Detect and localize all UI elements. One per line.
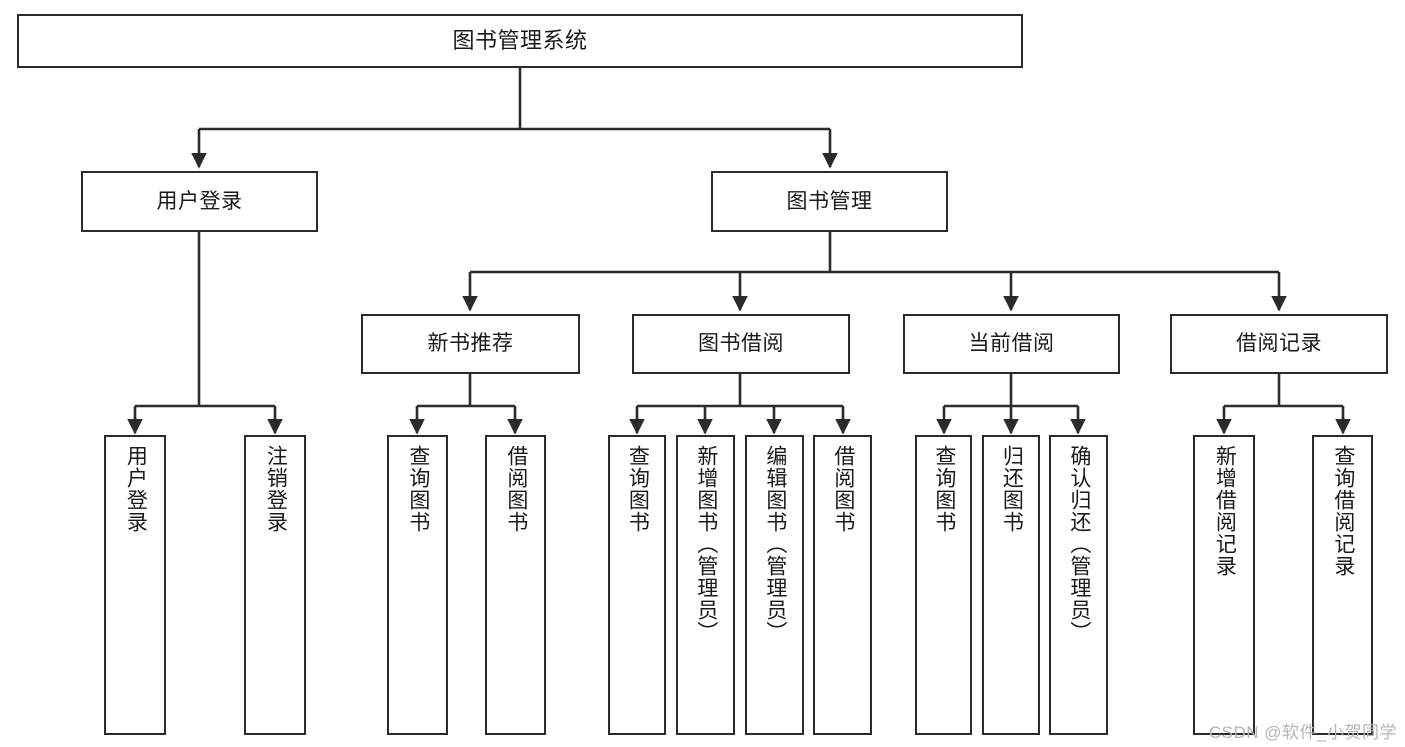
node-label: 新增借阅记录 [1213,445,1237,577]
node-label: 新增图书（管理员） [694,445,718,643]
node-label: 新书推荐 [427,332,514,356]
node-label: 注销登录 [264,445,288,533]
leaf-return-book[interactable]: 归还图书 [982,435,1040,735]
leaf-logout-login[interactable]: 注销登录 [244,435,306,735]
node-label: 当前借阅 [968,332,1055,356]
node-label: 查询借阅记录 [1331,445,1355,577]
leaf-query-book-borrow[interactable]: 查询图书 [608,435,666,735]
node-label: 编辑图书（管理员） [763,445,787,643]
node-label: 查询图书 [932,445,956,533]
node-label: 图书管理 [786,189,873,213]
node-book-borrow[interactable]: 图书借阅 [632,314,850,374]
leaf-user-login[interactable]: 用户登录 [104,435,166,735]
node-label: 借阅图书 [504,445,528,533]
node-label: 借阅记录 [1236,332,1322,356]
node-label: 用户登录 [156,189,243,213]
leaf-add-borrow-record[interactable]: 新增借阅记录 [1193,435,1255,735]
leaf-add-book[interactable]: 新增图书（管理员） [676,435,735,735]
leaf-query-book-recommend[interactable]: 查询图书 [387,435,448,735]
leaf-borrow-book[interactable]: 借阅图书 [813,435,872,735]
node-label: 用户登录 [124,445,148,533]
node-user-login[interactable]: 用户登录 [81,171,318,232]
node-label: 图书借阅 [698,332,784,356]
node-book-manage[interactable]: 图书管理 [711,171,948,232]
node-new-book-recommend[interactable]: 新书推荐 [361,314,580,374]
csdn-watermark: CSDN @软件_小贺同学 [1208,723,1397,742]
leaf-query-book-current[interactable]: 查询图书 [915,435,972,735]
node-borrow-record[interactable]: 借阅记录 [1170,314,1388,374]
node-label: 确认归还（管理员） [1067,445,1091,643]
leaf-borrow-book-recommend[interactable]: 借阅图书 [485,435,546,735]
node-current-borrow[interactable]: 当前借阅 [903,314,1120,374]
node-label: 查询图书 [406,445,430,533]
node-label: 查询图书 [626,445,650,533]
leaf-confirm-return[interactable]: 确认归还（管理员） [1049,435,1108,735]
node-label: 图书管理系统 [452,27,588,53]
node-label: 归还图书 [1000,445,1024,533]
leaf-edit-book[interactable]: 编辑图书（管理员） [745,435,804,735]
node-book-management-system[interactable]: 图书管理系统 [17,14,1023,68]
leaf-query-borrow-record[interactable]: 查询借阅记录 [1312,435,1373,735]
node-label: 借阅图书 [831,445,855,533]
